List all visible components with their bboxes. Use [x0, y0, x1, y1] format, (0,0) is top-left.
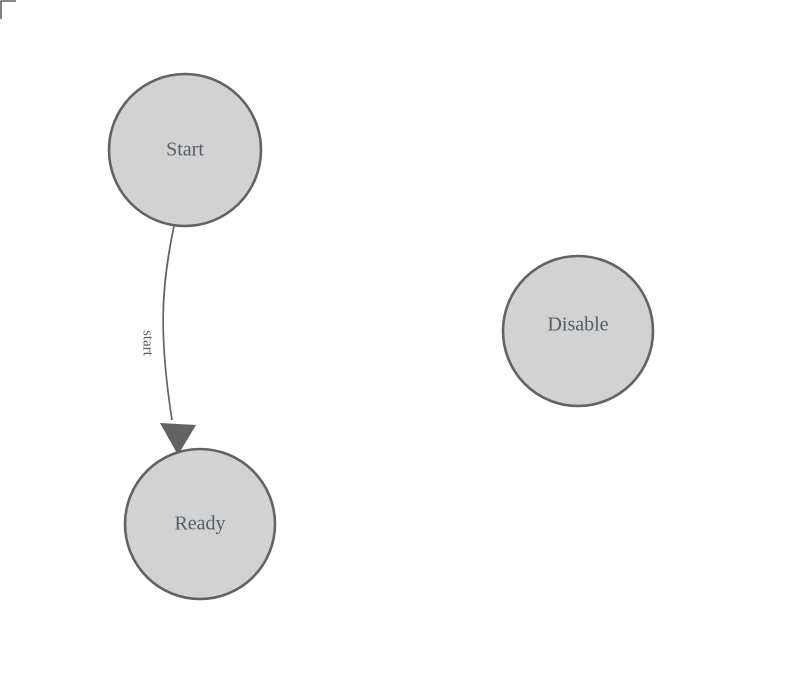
node-ready-label: Ready	[174, 513, 225, 535]
node-ready[interactable]: Ready	[123, 447, 277, 601]
node-disable-label: Disable	[547, 314, 608, 336]
canvas-corner-mark	[0, 0, 16, 19]
node-ready-circle[interactable]	[123, 447, 277, 601]
node-start[interactable]: Start	[107, 72, 263, 228]
arrowhead-icon	[160, 423, 196, 455]
node-disable[interactable]: Disable	[501, 254, 655, 408]
node-start-label: Start	[166, 139, 204, 161]
edge-label-start: start	[140, 330, 156, 357]
edge-start-to-ready[interactable]: start	[140, 225, 196, 455]
edge-path-start-to-ready	[162, 225, 175, 421]
node-disable-circle[interactable]	[501, 254, 655, 408]
node-start-circle[interactable]	[107, 72, 263, 228]
